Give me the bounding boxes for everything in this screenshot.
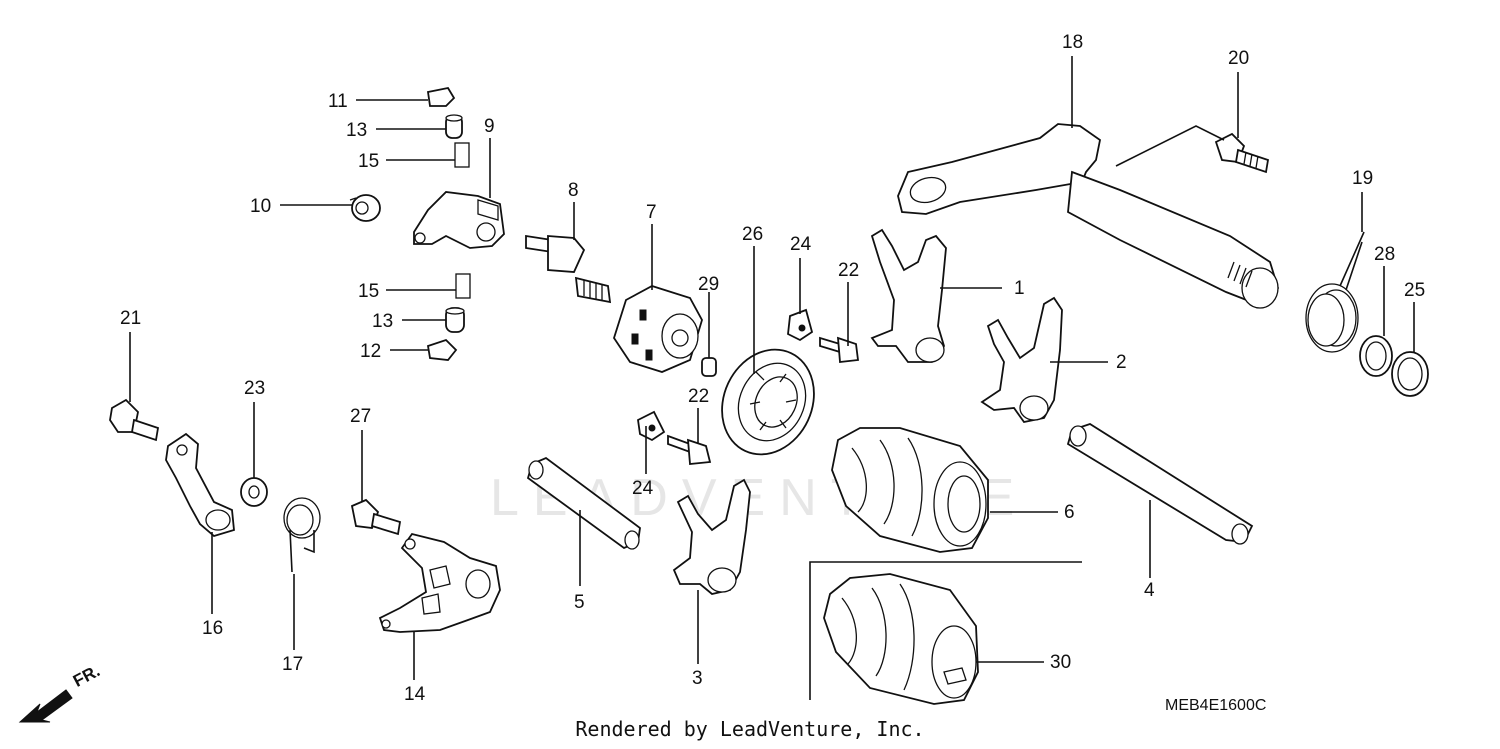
callout-28[interactable]: 28 (1374, 244, 1395, 265)
part-4-guide-shaft[interactable] (1066, 423, 1254, 545)
callout-24-top[interactable]: 24 (790, 234, 812, 255)
part-26-bearing[interactable] (705, 334, 830, 469)
part-8-pin-bolt[interactable] (525, 234, 612, 304)
leader-lines (129, 56, 1415, 700)
part-11-cap[interactable] (426, 86, 456, 107)
part-22-bolt-bottom[interactable] (667, 434, 712, 465)
part-19-return-spring[interactable] (1305, 231, 1365, 353)
part-24-plate-top[interactable] (787, 308, 814, 342)
callout-13-bottom[interactable]: 13 (372, 311, 393, 332)
part-25-washer[interactable] (1391, 351, 1429, 397)
part-10-collar[interactable] (349, 194, 381, 222)
part-6-shift-drum[interactable] (831, 427, 989, 553)
part-7-drum-center[interactable] (613, 285, 703, 373)
callout-13-top[interactable]: 13 (346, 120, 367, 141)
part-20-bolt[interactable] (1214, 132, 1270, 174)
callout-17[interactable]: 17 (282, 654, 303, 675)
part-30-drum-assembly[interactable] (823, 573, 979, 705)
part-2-shift-fork[interactable] (980, 296, 1063, 423)
callout-15-top[interactable]: 15 (358, 151, 379, 172)
part-13-collar-bottom[interactable] (445, 307, 465, 333)
part-22-bolt-top[interactable] (819, 336, 860, 363)
part-16-shift-arm[interactable] (165, 432, 235, 538)
part-15-spring-bottom[interactable] (455, 273, 471, 299)
callout-10[interactable]: 10 (250, 196, 271, 217)
part-21-bolt[interactable] (109, 398, 160, 442)
callout-23[interactable]: 23 (244, 378, 265, 399)
part-15-spring-top[interactable] (454, 142, 470, 168)
callout-22-bottom[interactable]: 22 (688, 386, 709, 407)
callout-16[interactable]: 16 (202, 618, 223, 639)
callout-4[interactable]: 4 (1144, 580, 1155, 601)
callout-24-bottom[interactable]: 24 (632, 478, 654, 499)
callout-8[interactable]: 8 (568, 180, 579, 201)
callout-20[interactable]: 20 (1228, 48, 1249, 69)
callout-5[interactable]: 5 (574, 592, 585, 613)
callout-7[interactable]: 7 (646, 202, 657, 223)
callout-18[interactable]: 18 (1062, 32, 1083, 53)
callout-22-top[interactable]: 22 (838, 260, 859, 281)
callout-26[interactable]: 26 (742, 224, 763, 245)
callout-21[interactable]: 21 (120, 308, 141, 329)
callout-11[interactable]: 11 (328, 91, 348, 112)
part-29-dowel-pin[interactable] (701, 357, 717, 377)
front-arrow (18, 689, 73, 723)
reference-code: MEB4E1600C (1165, 697, 1267, 714)
callout-1[interactable]: 1 (1014, 278, 1025, 299)
part-12-cap[interactable] (426, 338, 458, 361)
part-5-guide-shaft[interactable] (526, 456, 641, 550)
part-17-spring[interactable] (283, 497, 321, 573)
part-13-collar-top[interactable] (445, 114, 463, 139)
part-9-stopper-arm[interactable] (413, 191, 505, 249)
part-18-shift-shaft[interactable] (897, 123, 1280, 309)
part-3-shift-fork[interactable] (672, 478, 751, 595)
part-24-plate-bottom[interactable] (637, 410, 666, 442)
callout-6[interactable]: 6 (1064, 502, 1075, 523)
callout-29[interactable]: 29 (698, 274, 719, 295)
callout-15-bottom[interactable]: 15 (358, 281, 379, 302)
part-14-stopper-plate[interactable] (378, 532, 501, 633)
part-27-bolt[interactable] (350, 498, 402, 536)
footer-credit: Rendered by LeadVenture, Inc. (575, 717, 925, 741)
callout-19[interactable]: 19 (1352, 168, 1373, 189)
part-28-circlip[interactable] (1359, 335, 1393, 377)
callout-9[interactable]: 9 (484, 116, 495, 137)
callout-25[interactable]: 25 (1404, 280, 1425, 301)
callout-12[interactable]: 12 (360, 341, 381, 362)
callout-27[interactable]: 27 (350, 406, 371, 427)
callout-14[interactable]: 14 (404, 684, 426, 705)
callout-labels: 1 2 3 4 5 6 7 8 9 10 11 12 13 13 14 15 1… (120, 32, 1425, 705)
part-1-shift-fork[interactable] (870, 228, 947, 363)
part-23-washer[interactable] (240, 477, 268, 507)
callout-3[interactable]: 3 (692, 668, 703, 689)
callout-2[interactable]: 2 (1116, 352, 1127, 373)
callout-30[interactable]: 30 (1050, 652, 1071, 673)
